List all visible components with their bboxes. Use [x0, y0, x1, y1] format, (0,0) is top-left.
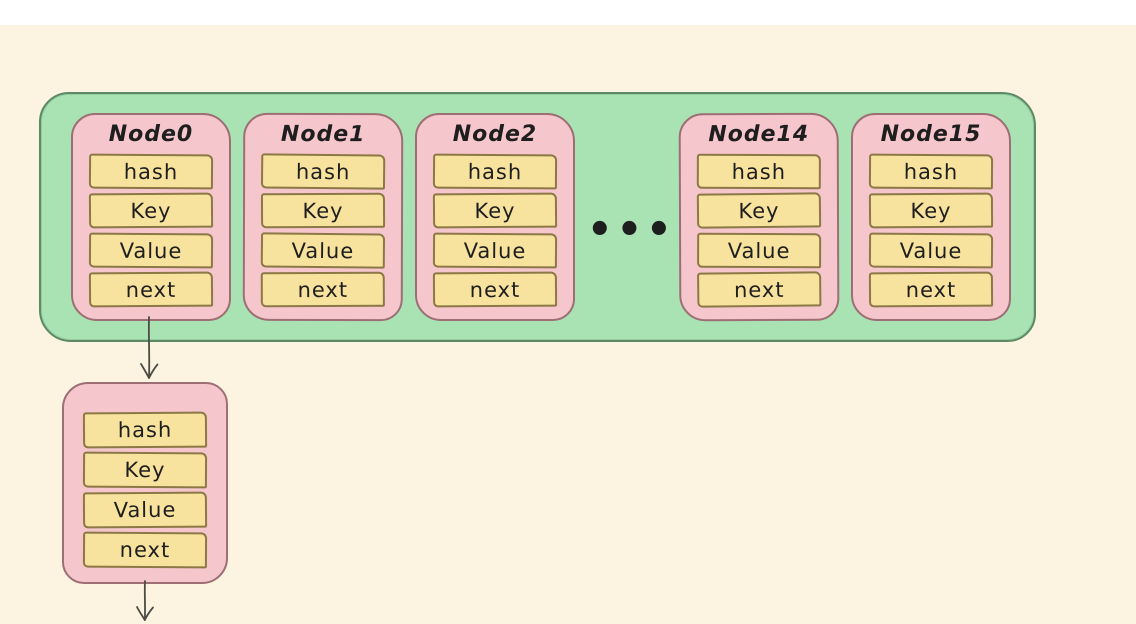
arrow-node0-to-chain [140, 316, 159, 379]
field-hash: hash [432, 153, 558, 190]
field-key: Key [696, 192, 822, 230]
field-key: Key [432, 192, 558, 229]
node-card-node0: Node0 hash Key Value next [71, 113, 231, 321]
field-key: Key [82, 451, 208, 489]
node-card-node1: Node1 hash Key Value next [242, 112, 404, 322]
field-value: Value [82, 491, 208, 529]
field-next: next [868, 271, 994, 308]
node-card-node14: Node14 hash Key Value next [678, 112, 840, 322]
field-hash: hash [260, 153, 386, 190]
field-value: Value [697, 232, 822, 268]
chain-node-card: hash Key Value next [62, 382, 228, 584]
node-card-node2: Node2 hash Key Value next [415, 113, 575, 321]
field-hash: hash [82, 411, 208, 449]
field-next: next [88, 271, 214, 308]
bucket-array-container: Node0 hash Key Value next Node1 hash Key… [39, 92, 1036, 342]
field-value: Value [88, 232, 214, 269]
node-card-node15: Node15 hash Key Value next [851, 113, 1011, 321]
node-title: Node1 [280, 121, 366, 148]
node-title: Node2 [452, 122, 538, 147]
field-value: Value [260, 231, 386, 269]
node-title: Node0 [108, 122, 194, 147]
node-title: Node15 [880, 122, 982, 147]
field-key: Key [868, 192, 994, 229]
ellipsis-dots: ••• [587, 206, 676, 253]
field-hash: hash [696, 153, 821, 190]
field-hash: hash [868, 153, 994, 190]
field-next: next [260, 271, 385, 308]
field-key: Key [88, 192, 214, 229]
field-hash: hash [88, 153, 214, 190]
field-value: Value [868, 232, 994, 269]
diagram-canvas: Node0 hash Key Value next Node1 hash Key… [0, 25, 1136, 624]
field-value: Value [432, 232, 558, 269]
arrow-chain-to-next [136, 580, 154, 621]
field-key: Key [260, 193, 386, 229]
field-next: next [82, 531, 208, 569]
node-title: Node14 [708, 121, 810, 148]
field-next: next [432, 271, 558, 308]
field-next: next [697, 271, 822, 308]
